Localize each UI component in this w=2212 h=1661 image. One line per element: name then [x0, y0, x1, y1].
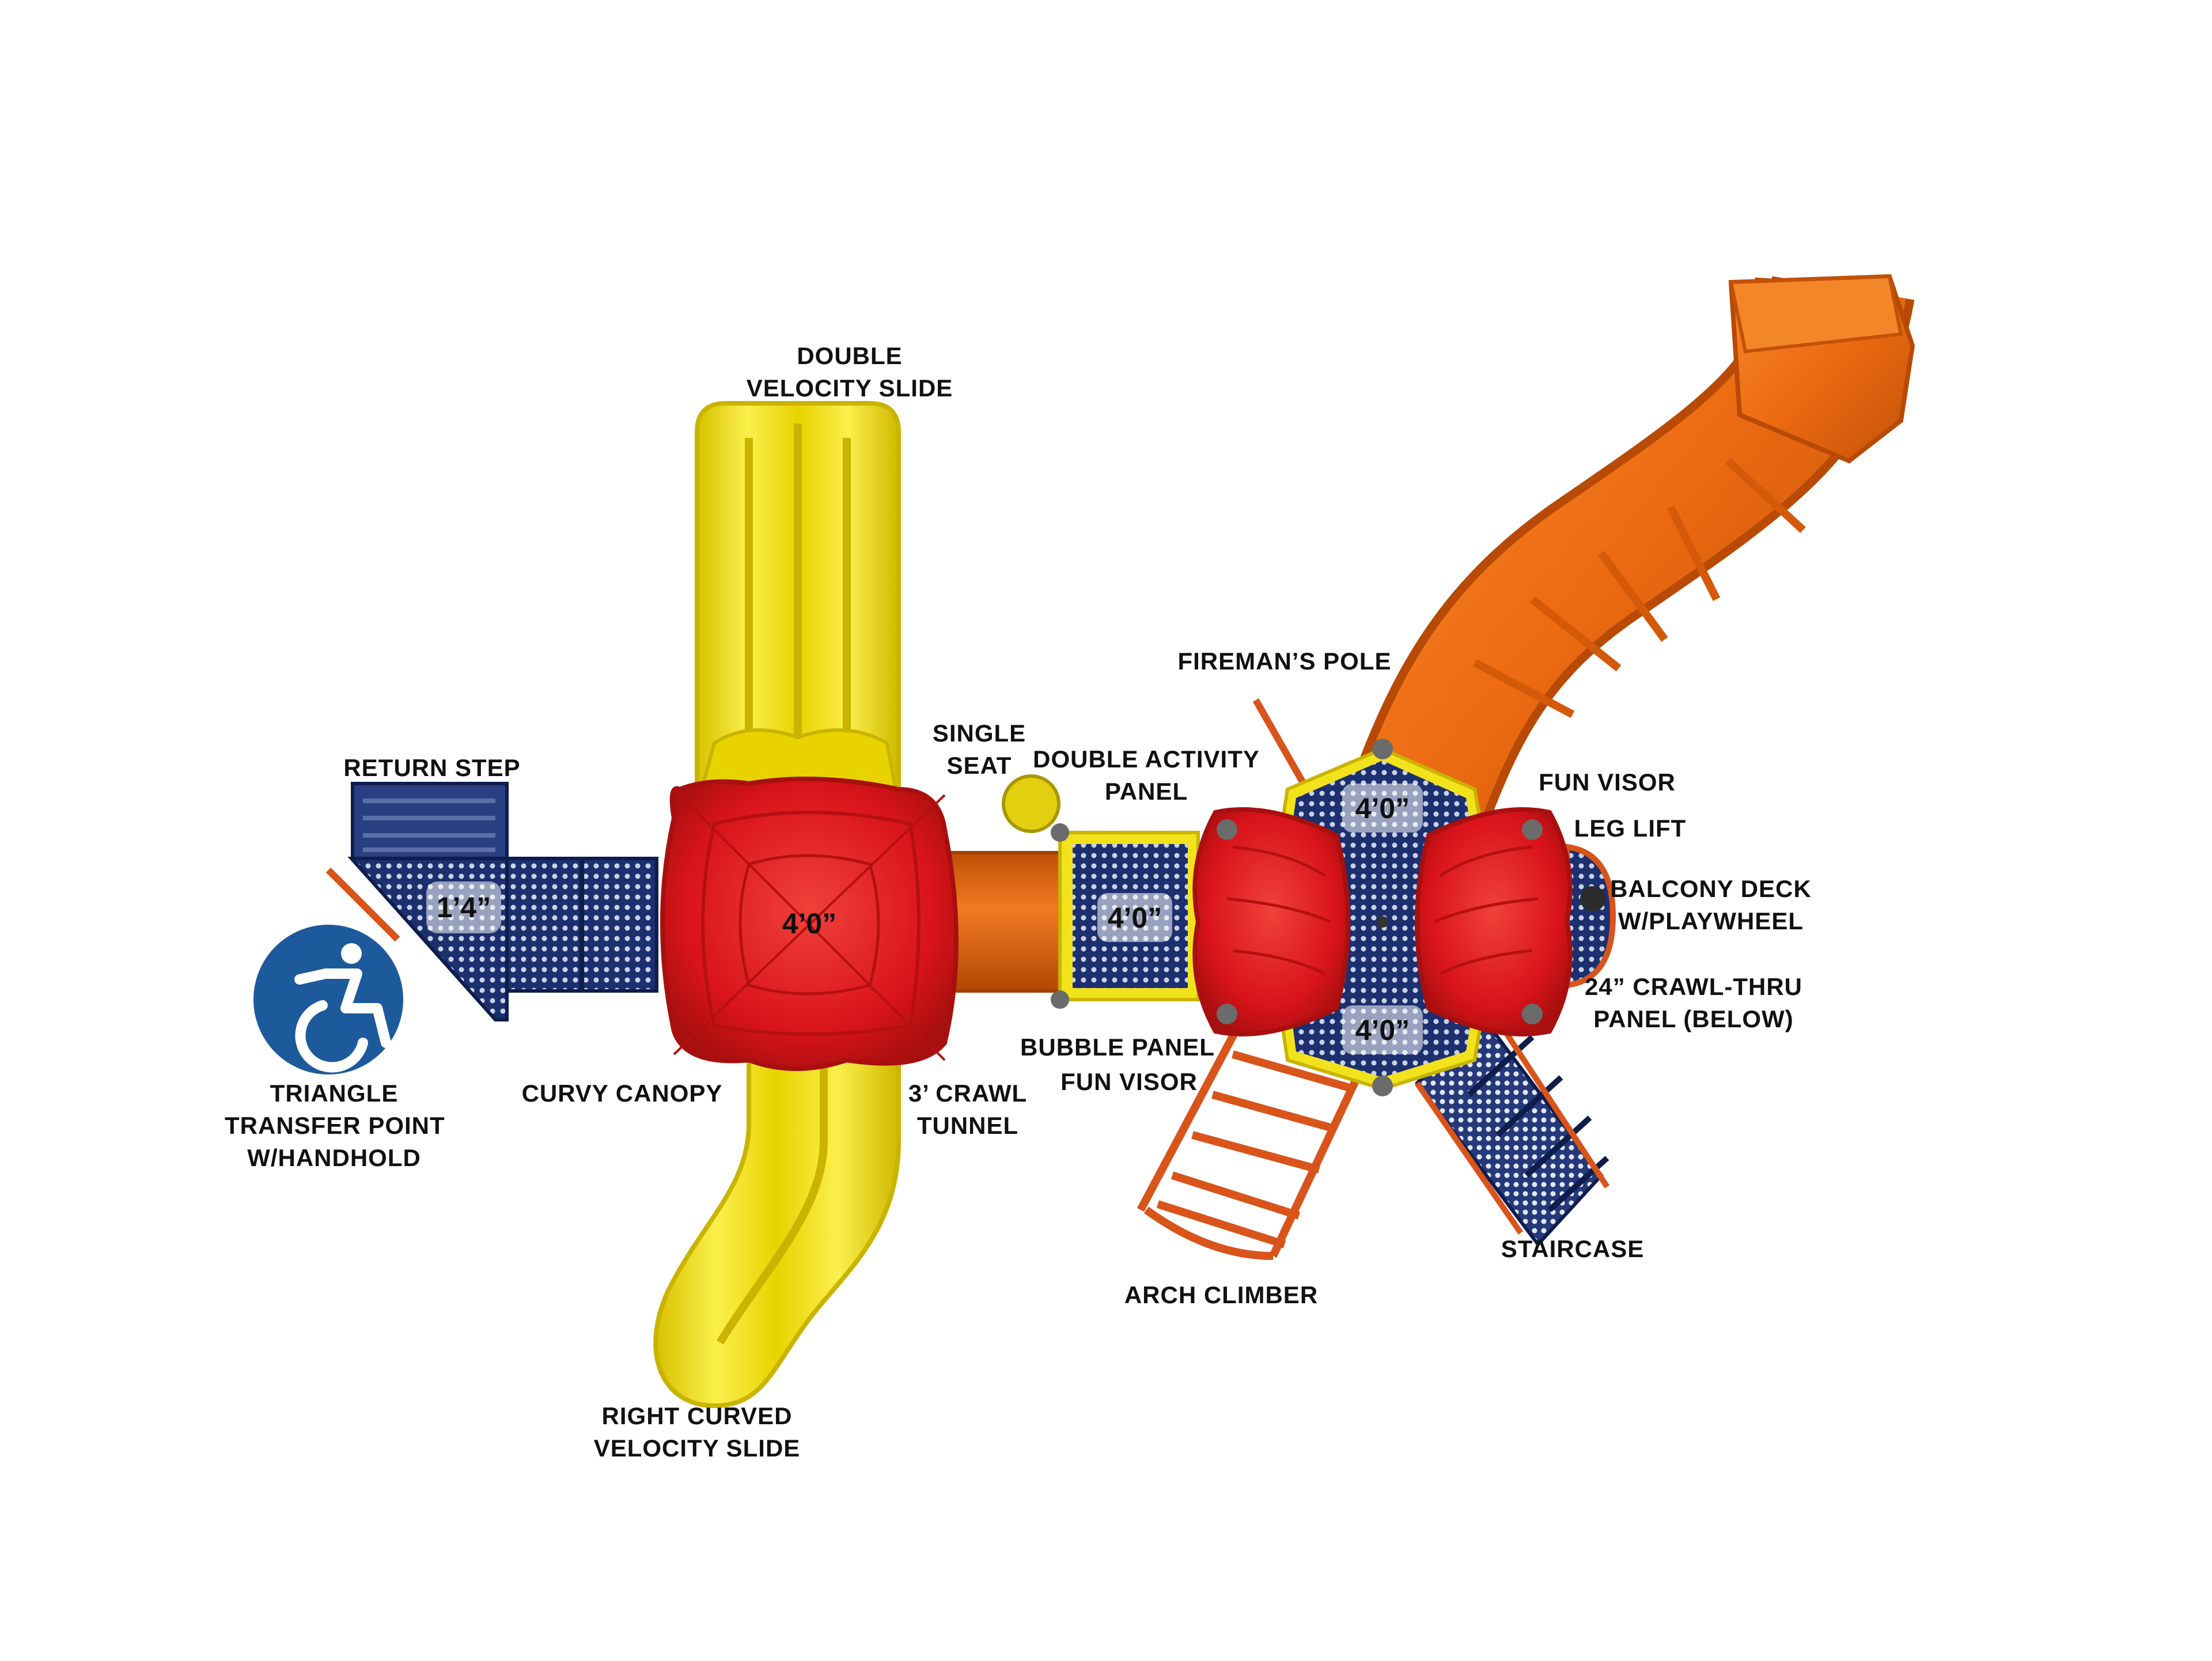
label-line: TRANSFER POINT [225, 1112, 445, 1139]
label-right-curved-velocity-slide: RIGHT CURVED VELOCITY SLIDE [582, 1400, 812, 1465]
double-velocity-slide [695, 401, 901, 809]
tube-slide [1355, 274, 1915, 820]
transfer-height-label: 1’4” [437, 891, 491, 924]
label-line: FUN VISOR [1539, 769, 1676, 796]
label-crawl-tunnel: 3’ CRAWL TUNNEL [904, 1077, 1031, 1142]
label-firemans-pole: FIREMAN’S POLE [1169, 645, 1400, 678]
label-line: SINGLE [932, 720, 1027, 747]
label-line: STAIRCASE [1501, 1235, 1645, 1262]
balcony-deck [1564, 843, 1616, 989]
label-arch-climber: ARCH CLIMBER [1118, 1279, 1325, 1311]
arch-climber [1137, 1023, 1369, 1260]
label-fun-visor-top: FUN VISOR [1532, 766, 1682, 799]
fun-visor-left [1192, 807, 1350, 1036]
label-single-seat: SINGLE SEAT [922, 717, 1037, 782]
label-line: DOUBLE ACTIVITY [1033, 746, 1260, 773]
label-line: TUNNEL [916, 1112, 1019, 1139]
label-line: FUN VISOR [1060, 1068, 1198, 1095]
label-double-velocity-slide: DOUBLE VELOCITY SLIDE [729, 340, 971, 404]
label-line: VELOCITY SLIDE [746, 374, 953, 402]
label-balcony-deck: BALCONY DECK W/PLAYWHEEL [1601, 873, 1820, 937]
label-line: DOUBLE [797, 342, 903, 369]
label-line: LEG LIFT [1574, 815, 1687, 842]
label-line: BALCONY DECK [1610, 875, 1812, 902]
label-curvy-canopy: CURVY CANOPY [518, 1077, 726, 1110]
label-line: W/HANDHOLD [247, 1144, 421, 1171]
label-line: TRIANGLE [270, 1080, 399, 1107]
label-line: BUBBLE PANEL [1020, 1034, 1215, 1061]
label-line: VELOCITY SLIDE [593, 1435, 801, 1462]
label-line: 24” CRAWL-THRU [1585, 973, 1802, 1000]
label-leg-lift: LEG LIFT [1561, 812, 1699, 845]
label-line: PANEL [1104, 778, 1188, 805]
hex-bottom-height-label: 4’0” [1355, 1014, 1410, 1046]
label-return-step: RETURN STEP [340, 752, 524, 784]
label-line: W/PLAYWHEEL [1618, 907, 1804, 934]
label-staircase: STAIRCASE [1498, 1233, 1647, 1265]
tunnel-deck-height-label: 4’0” [1108, 902, 1162, 934]
label-crawl-thru-panel: 24” CRAWL-THRU PANEL (BELOW) [1578, 971, 1809, 1035]
single-seat [1002, 774, 1060, 833]
label-line: 3’ CRAWL [908, 1080, 1028, 1107]
fun-visor-right [1415, 807, 1573, 1036]
label-line: FIREMAN’S POLE [1177, 648, 1392, 675]
curvy-canopy: 4’0” [660, 777, 959, 1071]
label-triangle-transfer-point: TRIANGLE TRANSFER POINT W/HANDHOLD [225, 1077, 445, 1174]
label-line: ARCH CLIMBER [1124, 1281, 1319, 1308]
label-bubble-panel: BUBBLE PANEL [1014, 1031, 1221, 1064]
hex-top-height-label: 4’0” [1355, 792, 1410, 824]
label-line: RIGHT CURVED [601, 1402, 793, 1429]
label-line: CURVY CANOPY [521, 1080, 723, 1107]
label-line: PANEL (BELOW) [1593, 1005, 1794, 1032]
playwheel [1580, 886, 1605, 911]
label-line: RETURN STEP [343, 754, 521, 781]
canopy-deck-height-label: 4’0” [782, 907, 837, 940]
label-fun-visor-bottom: FUN VISOR [1048, 1066, 1210, 1098]
right-curved-velocity-slide [653, 1029, 901, 1409]
wheelchair-accessible-icon [253, 925, 403, 1074]
transfer-platform: 1’4” [325, 782, 658, 1021]
label-line: SEAT [946, 752, 1012, 779]
label-double-activity-panel: DOUBLE ACTIVITY PANEL [1031, 743, 1262, 808]
tunnel-deck: 4’0” [1051, 823, 1200, 1009]
